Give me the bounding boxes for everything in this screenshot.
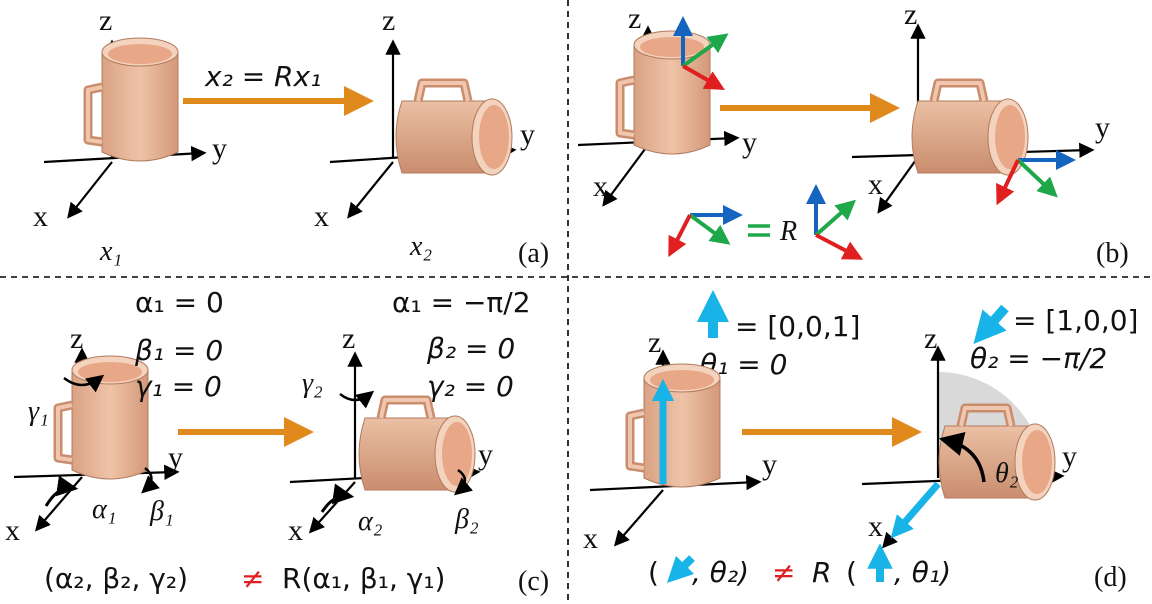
axis-y-label: y	[520, 118, 535, 151]
axis-x-label: x	[868, 168, 883, 201]
axis-z-label: z	[342, 322, 355, 355]
axis-x-label: x	[33, 200, 48, 233]
alpha2-label: α₂	[358, 506, 383, 537]
axis-x-label: x	[868, 510, 883, 543]
axis-y-label: y	[168, 441, 183, 474]
axis-y-label: y	[742, 126, 757, 159]
panel-b: z y x z y x	[577, 0, 1129, 269]
rotation-label: R	[779, 216, 797, 247]
axis-z-label: z	[648, 326, 661, 359]
mug-tipped	[359, 400, 475, 492]
right-gamma-value: γ₂ = 0	[427, 370, 514, 403]
vector1-value: = [0,0,1]	[735, 310, 860, 343]
frame-tipped	[996, 150, 1076, 206]
axis-x-label: x	[593, 170, 608, 203]
mug-upright	[630, 364, 720, 487]
axis-z-label: z	[382, 4, 395, 37]
rotation-label: R	[812, 556, 831, 589]
panel-a: z y x x₂ = Rx₁ z y x x₁ x₂ (a)	[33, 4, 549, 269]
mug-upright	[620, 31, 710, 154]
axis-x-label: x	[288, 514, 303, 547]
down-left-arrow-icon	[973, 304, 1009, 345]
theta2-value: θ₂ = −π/2	[970, 342, 1107, 375]
x2-label: x₂	[409, 231, 432, 262]
panel-a-label: (a)	[518, 238, 549, 269]
beta2-rotation-icon	[454, 468, 473, 496]
axis-y-label: y	[1062, 440, 1077, 473]
inequality-open-left: (	[648, 556, 659, 589]
right-alpha-value: α₁ = −π/2	[392, 286, 531, 319]
inequality-lhs: (α₂, β₂, γ₂)	[44, 562, 188, 595]
right-beta-value: β₂ = 0	[426, 332, 515, 365]
axis-x-label: x	[583, 522, 598, 555]
alpha1-label: α₁	[92, 494, 116, 525]
gamma2-label: γ₂	[302, 368, 323, 399]
axis-y-label: y	[478, 438, 493, 471]
alpha2-rotation-icon	[320, 483, 355, 513]
mug-tipped	[396, 83, 512, 175]
equation-label: x₂ = Rx₁	[204, 60, 321, 93]
axis-x-label: x	[5, 514, 20, 547]
panel-d-label: (d)	[1094, 562, 1127, 593]
theta2-arc	[938, 432, 986, 483]
frame-equation: R	[668, 184, 864, 260]
axis-vector-x	[890, 481, 941, 539]
panel-c: z y x γ₁ α₁ β₁ α₁ = 0 β₁ = 0 γ₁ = 0 z y …	[5, 286, 549, 597]
mug-tipped	[912, 83, 1028, 175]
axis-z-label: z	[924, 322, 937, 355]
inequality-symbol: ≠	[241, 562, 264, 595]
axis-z-label: z	[99, 4, 112, 37]
left-beta-value: β₁ = 0	[134, 334, 223, 367]
beta1-rotation-icon	[141, 467, 160, 494]
axis-y-label: y	[212, 132, 227, 165]
panel-c-label: (c)	[518, 566, 549, 597]
x1-label: x₁	[99, 236, 122, 267]
down-left-arrow-icon	[666, 555, 695, 584]
panel-b-label: (b)	[1096, 238, 1129, 269]
axis-x-label: x	[314, 200, 329, 233]
inequality-close-right: , θ₁)	[894, 556, 951, 589]
mug-upright	[88, 38, 178, 161]
left-gamma-value: γ₁ = 0	[135, 370, 222, 403]
inequality-symbol: ≠	[772, 556, 795, 589]
axis-y-label: y	[762, 448, 777, 481]
theta2-arc-label: θ₂	[995, 458, 1019, 489]
panel-d: = [0,0,1] θ₁ = 0 = [1,0,0] θ₂ = −π/2 z y…	[583, 289, 1138, 593]
beta2-label: β₂	[454, 504, 479, 535]
beta1-label: β₁	[149, 496, 174, 527]
gamma1-rotation-icon	[63, 374, 105, 393]
gamma1-label: γ₁	[28, 396, 49, 427]
axis-y-label: y	[1095, 111, 1110, 144]
gamma2-rotation-icon	[339, 390, 375, 409]
inequality-close-left: , θ₂)	[692, 556, 749, 589]
inequality-rhs: R(α₁, β₁, γ₁)	[282, 562, 445, 595]
frame-upright	[673, 16, 729, 90]
inequality-open-right: (	[846, 556, 857, 589]
axis-z-label: z	[70, 322, 83, 355]
vector2-value: = [1,0,0]	[1013, 304, 1138, 337]
axis-z-label: z	[628, 2, 641, 35]
left-alpha-value: α₁ = 0	[135, 286, 224, 319]
alpha1-rotation-icon	[44, 475, 79, 507]
axis-z-label: z	[904, 0, 917, 31]
